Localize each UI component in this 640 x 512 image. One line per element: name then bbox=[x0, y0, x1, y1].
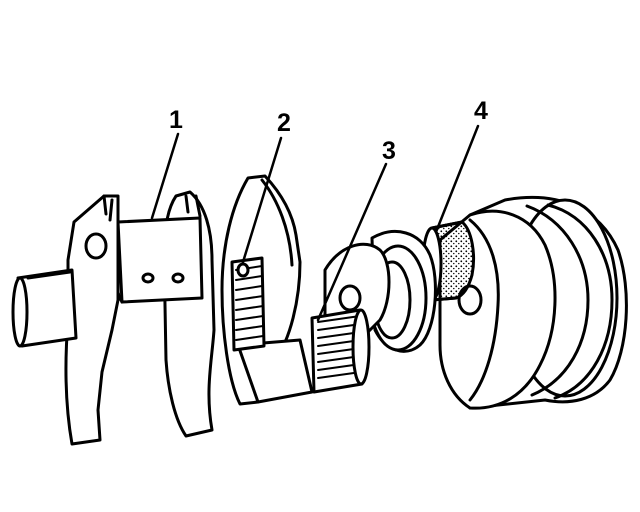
leader-line-1 bbox=[150, 132, 180, 220]
crankshaft-snout bbox=[11, 268, 78, 348]
leader-line-3 bbox=[316, 162, 388, 322]
callout-2: 2 bbox=[277, 109, 291, 137]
leader-lines bbox=[150, 124, 480, 322]
main-journal-front bbox=[112, 216, 204, 304]
leader-line-2 bbox=[241, 136, 283, 264]
leader-line-4 bbox=[434, 124, 480, 234]
callout-4: 4 bbox=[474, 97, 488, 125]
counterweight-middle bbox=[323, 230, 437, 353]
callout-1: 1 bbox=[169, 106, 183, 134]
callout-3: 3 bbox=[382, 137, 396, 165]
rod-journal-middle bbox=[310, 308, 371, 394]
rod-journal-front bbox=[230, 256, 266, 352]
